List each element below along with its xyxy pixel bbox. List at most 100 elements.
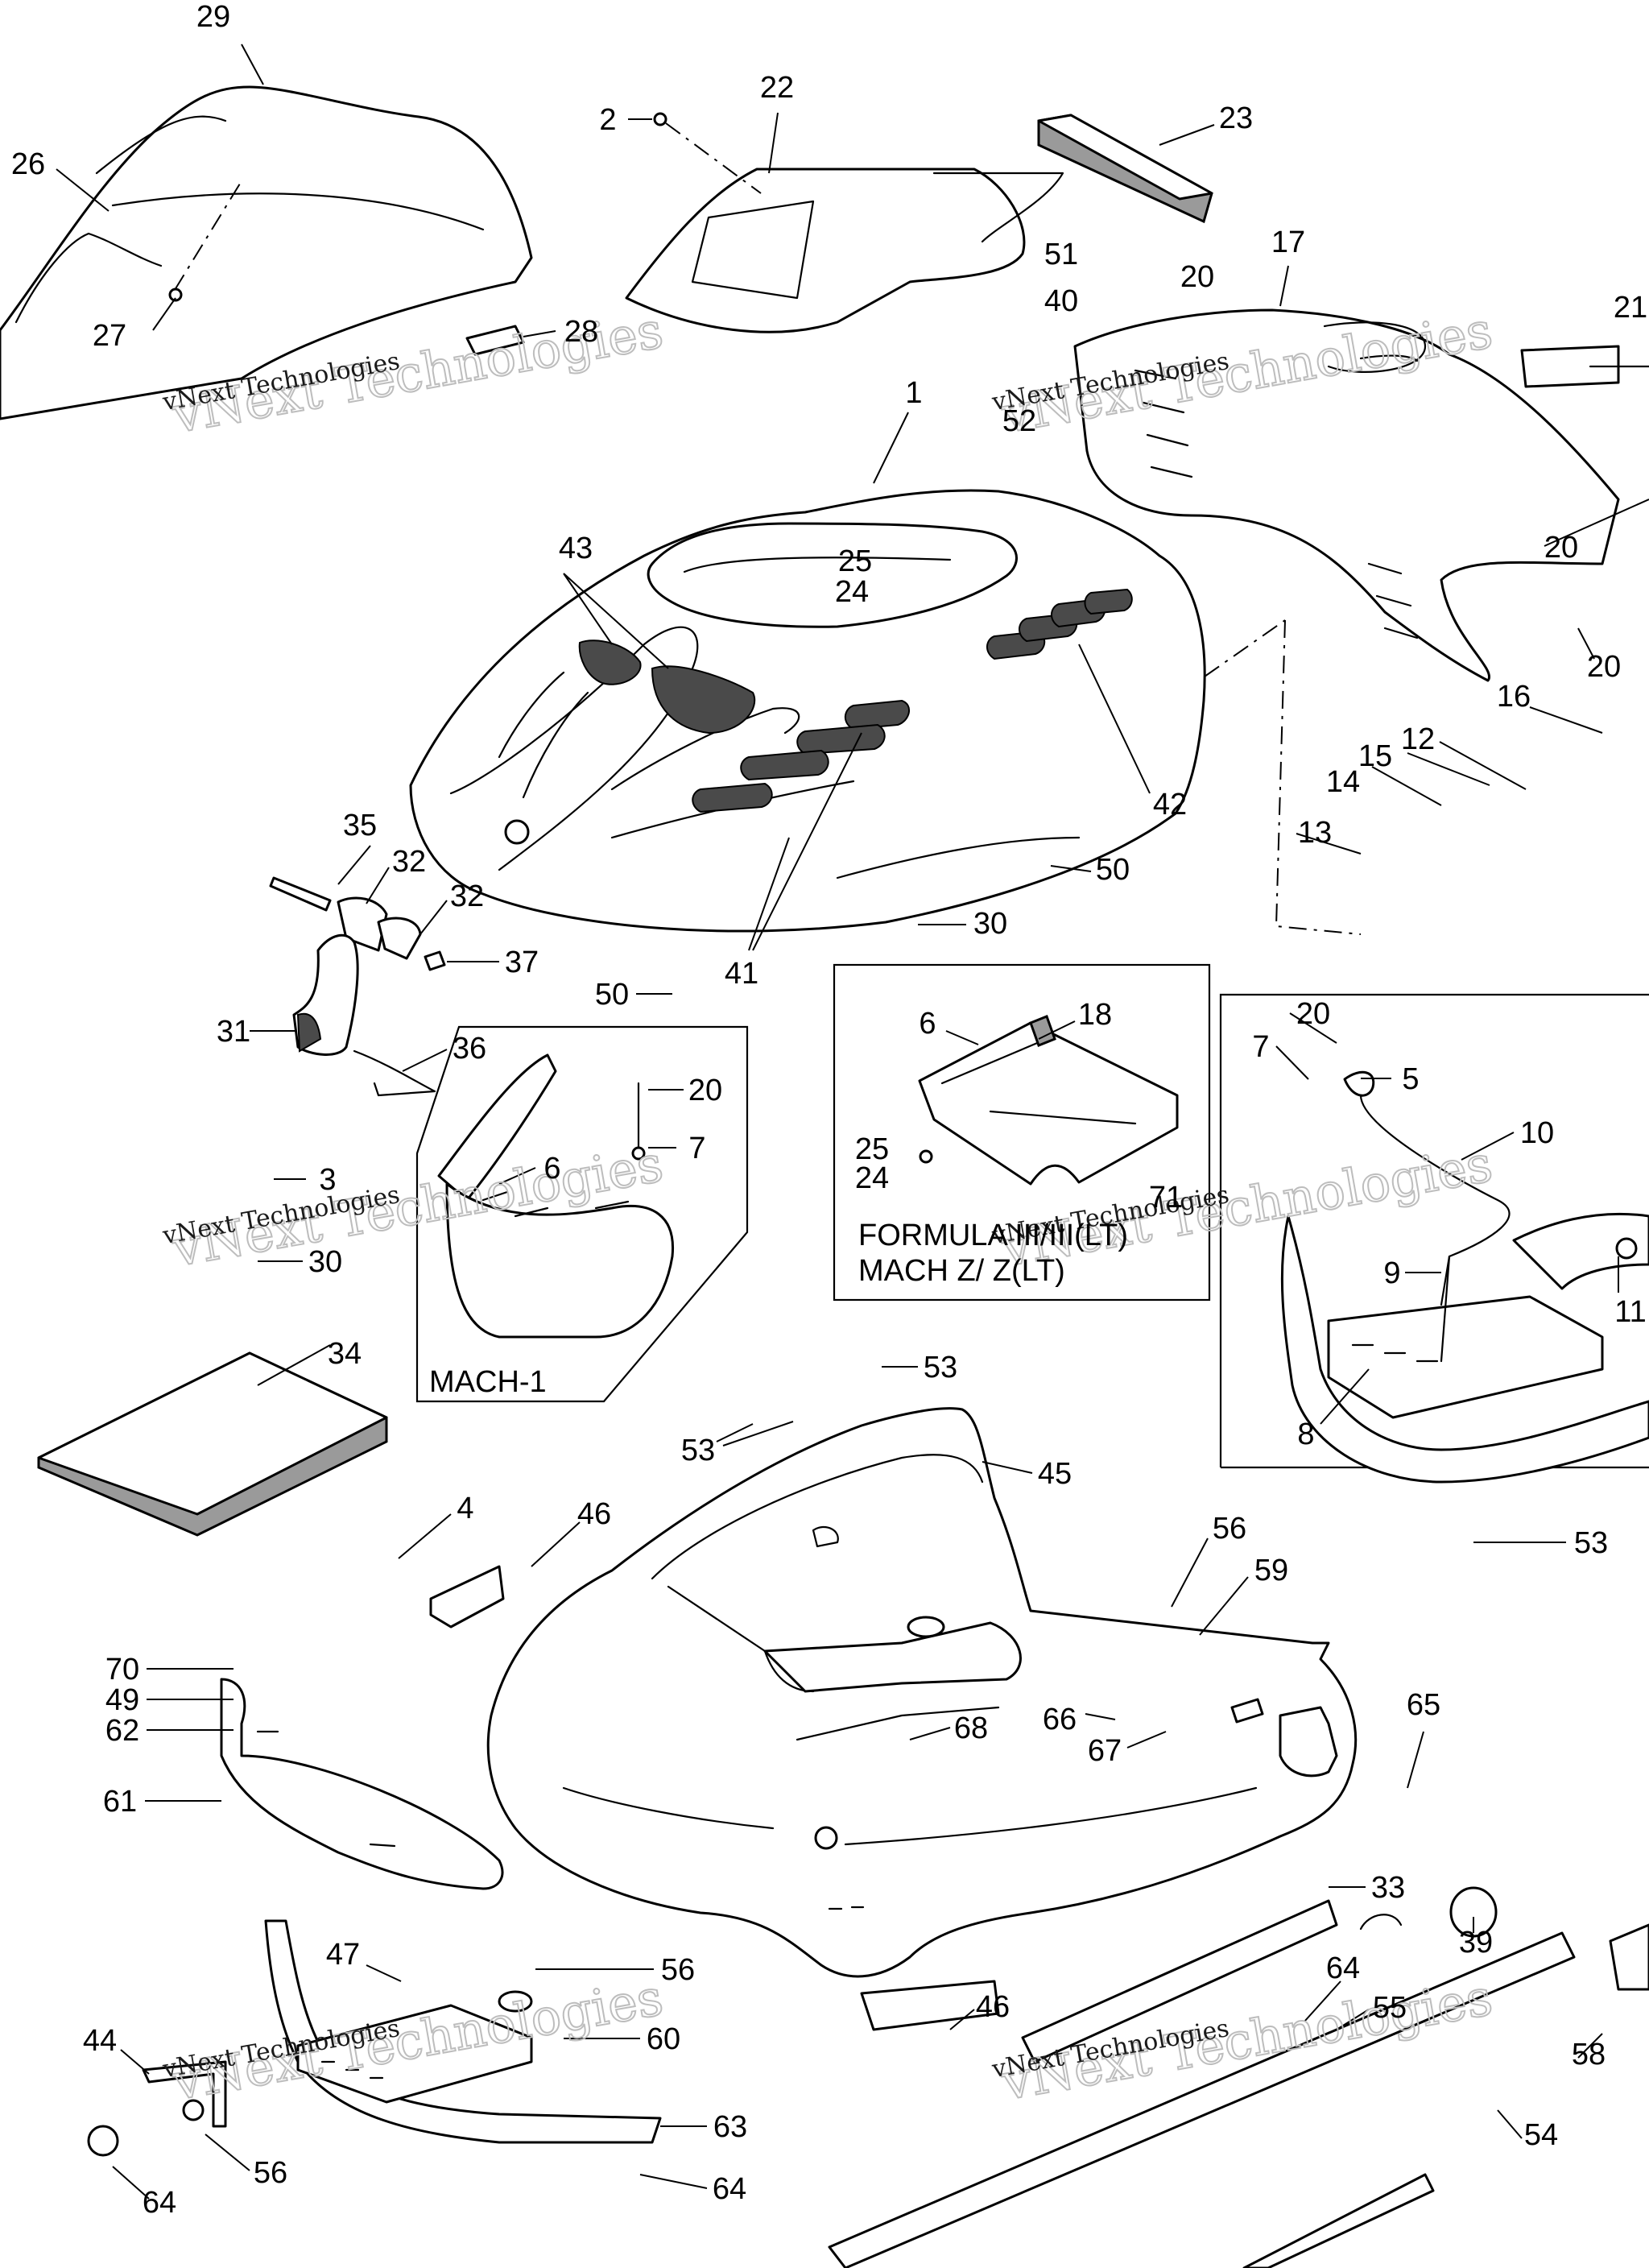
callout-55: 55 — [1373, 1991, 1407, 2025]
callout-43: 43 — [559, 532, 593, 565]
callout-7: 7 — [688, 1132, 705, 1165]
vent-foam-23 — [1037, 114, 1213, 224]
callout-68: 68 — [954, 1711, 988, 1745]
callout-53: 53 — [1574, 1526, 1608, 1560]
callout-66: 66 — [1043, 1703, 1077, 1736]
callout-67: 67 — [1088, 1734, 1122, 1768]
callout-36: 36 — [453, 1032, 486, 1066]
callout-16: 16 — [1497, 680, 1531, 714]
callout-71: 71 — [1149, 1181, 1183, 1215]
callout-28: 28 — [564, 315, 598, 349]
callout-59: 59 — [1254, 1554, 1288, 1587]
callout-46: 46 — [577, 1497, 611, 1531]
callout-61: 61 — [103, 1785, 137, 1819]
callout-46: 46 — [976, 1990, 1010, 2024]
callout-70: 70 — [105, 1653, 139, 1687]
callout-24: 24 — [835, 575, 869, 609]
box-label-mach1: MACH-1 — [429, 1365, 547, 1399]
callout-31: 31 — [217, 1015, 250, 1049]
callout-20: 20 — [1180, 260, 1214, 294]
callout-30: 30 — [308, 1245, 342, 1279]
callout-50: 50 — [1096, 853, 1130, 887]
callout-14: 14 — [1326, 765, 1360, 799]
callout-6: 6 — [543, 1152, 560, 1186]
formula-box — [833, 963, 1211, 1302]
callout-54: 54 — [1524, 2118, 1558, 2152]
callout-9: 9 — [1383, 1256, 1400, 1290]
callout-64: 64 — [143, 2186, 176, 2220]
callout-20: 20 — [1296, 997, 1330, 1031]
foam-pad-34 — [37, 1351, 388, 1537]
callout-51: 51 — [1044, 238, 1078, 271]
callout-56: 56 — [254, 2156, 287, 2190]
callout-64: 64 — [713, 2172, 746, 2206]
callout-17: 17 — [1271, 226, 1305, 259]
callout-20: 20 — [1587, 650, 1621, 684]
box-label-formula-line2: MACH Z/ Z(LT) — [858, 1254, 1065, 1288]
callout-11: 11 — [1614, 1295, 1646, 1329]
callout-64: 64 — [1326, 1951, 1360, 1985]
callout-41: 41 — [725, 957, 758, 991]
callout-52: 52 — [1002, 404, 1036, 438]
callout-32: 32 — [392, 845, 426, 879]
callout-47: 47 — [326, 1938, 360, 1972]
callout-5: 5 — [1402, 1062, 1419, 1096]
callout-6: 6 — [919, 1007, 936, 1041]
belly-pan-45 — [486, 1407, 1358, 1978]
callout-3: 3 — [319, 1163, 336, 1197]
hood-1 — [409, 489, 1362, 935]
callout-22: 22 — [760, 71, 794, 105]
callout-65: 65 — [1407, 1688, 1440, 1722]
callout-1: 1 — [905, 376, 922, 410]
callout-45: 45 — [1038, 1457, 1072, 1491]
callout-15: 15 — [1358, 739, 1392, 773]
windshield — [0, 85, 533, 420]
callout-33: 33 — [1371, 1871, 1405, 1905]
callout-25: 25 — [855, 1132, 889, 1166]
callout-39: 39 — [1459, 1926, 1493, 1960]
callout-42: 42 — [1153, 788, 1187, 822]
callout-10: 10 — [1520, 1116, 1554, 1150]
callout-12: 12 — [1401, 722, 1435, 756]
callout-25: 25 — [838, 544, 872, 578]
callout-29: 29 — [196, 0, 230, 34]
callout-40: 40 — [1044, 284, 1078, 318]
callout-30: 30 — [973, 907, 1007, 941]
leader-lines — [56, 43, 1649, 2200]
callout-18: 18 — [1078, 998, 1112, 1032]
callout-53: 53 — [681, 1434, 715, 1467]
callout-32: 32 — [450, 879, 484, 913]
rail-54 — [828, 1923, 1649, 2268]
hood-hinge — [269, 876, 446, 1097]
rear-bumper-box — [1219, 993, 1649, 1484]
callout-13: 13 — [1298, 816, 1332, 850]
clips-46 — [429, 1565, 1498, 2063]
callout-63: 63 — [713, 2110, 747, 2144]
callout-58: 58 — [1572, 2038, 1606, 2071]
callout-44: 44 — [83, 2024, 117, 2058]
callout-60: 60 — [647, 2022, 680, 2056]
callout-4: 4 — [457, 1492, 473, 1525]
callout-2: 2 — [599, 103, 616, 137]
callout-37: 37 — [505, 946, 539, 979]
console-17 — [1073, 308, 1649, 682]
callout-7: 7 — [1252, 1030, 1269, 1064]
callout-56: 56 — [1213, 1512, 1246, 1546]
callout-24: 24 — [855, 1161, 889, 1195]
mach1-box — [415, 1025, 749, 1403]
callout-20: 20 — [688, 1074, 722, 1107]
bumper-front — [87, 1678, 662, 2157]
callout-50: 50 — [595, 978, 629, 1012]
callout-21: 21 — [1614, 291, 1647, 325]
callout-53: 53 — [924, 1351, 957, 1384]
callout-23: 23 — [1219, 101, 1253, 135]
callout-34: 34 — [328, 1337, 362, 1371]
callout-27: 27 — [93, 319, 126, 353]
callout-62: 62 — [105, 1714, 139, 1748]
callout-56: 56 — [661, 1953, 695, 1987]
callout-26: 26 — [11, 147, 45, 181]
callout-8: 8 — [1297, 1418, 1314, 1451]
callout-49: 49 — [105, 1683, 139, 1717]
